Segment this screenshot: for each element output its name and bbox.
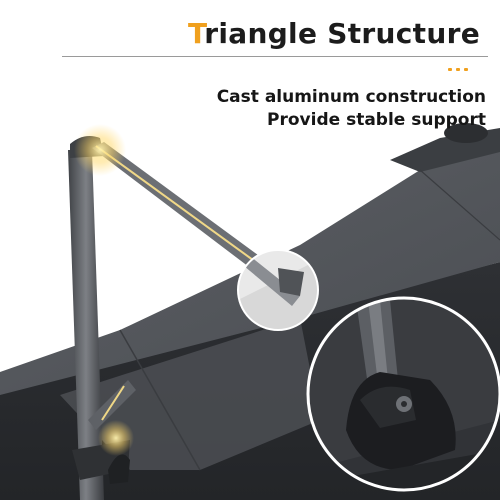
title-rest: riangle Structure [204, 17, 480, 50]
joint-glow-bottom [98, 420, 134, 456]
joint-magnifier [237, 249, 319, 331]
title-underline [62, 56, 488, 57]
page-title: Triangle Structure [0, 16, 500, 52]
feature-line-2: Provide stable support [267, 110, 486, 130]
base-detail-inset [306, 296, 500, 492]
feature-line-1: Cast aluminum construction [216, 87, 486, 107]
main-pole [68, 150, 104, 500]
accent-dots [448, 68, 468, 72]
joint-glow-top [74, 124, 126, 176]
title-first-letter: T [187, 17, 205, 50]
